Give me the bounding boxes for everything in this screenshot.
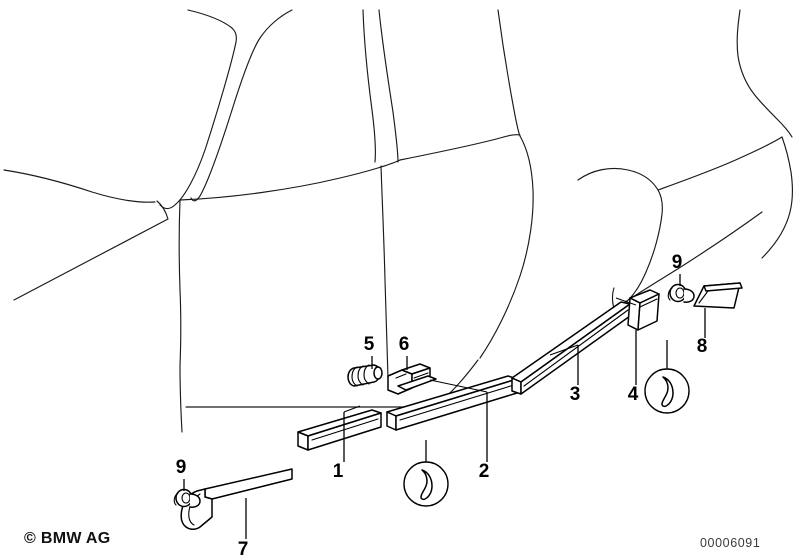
c-pillar-front-edge [497,9,521,137]
part-6-mounting-bracket [387,363,437,395]
detail-bubble-left-hook [420,469,433,501]
a-pillar-rear-edge [190,9,293,202]
part-5-rib-3 [363,364,370,385]
b-pillar-left-edge [362,9,376,163]
part-9b-stem [189,493,201,508]
callout-4: 4 [628,384,639,405]
part-6-lower-arm [397,375,437,391]
part-5-rib-1 [351,366,358,387]
rear-quarter-lower-sweep [761,136,793,259]
callout-9a: 9 [672,252,683,273]
c-pillar-outer-curve [479,135,534,359]
callout-9b: 9 [176,457,187,478]
part-1-front-rocker-molding [297,409,382,451]
part-4-side-face [637,293,660,331]
copyright-notice: © BMW AG [24,530,111,547]
front-door-beltline [179,159,401,201]
part-9a-retaining-clip [667,283,695,303]
detail-bubble-right-hook [661,376,674,408]
leader-lines [183,274,706,539]
part-9b-retaining-clip [173,488,201,508]
callout-numbers: 1 2 3 4 5 6 7 8 9 9 [176,252,708,559]
front-fender-line [3,169,156,203]
diagram-part-number: 00006091 [700,536,761,550]
part-1-front-face [297,431,309,451]
leader-3-tick [549,344,579,356]
vehicle-body-outline [3,9,793,433]
part-5-ribbed-plug [347,364,383,387]
front-fender-lower [13,200,169,301]
part-8-rear-arch-trim [693,282,743,309]
callout-8: 8 [697,336,708,357]
front-door-rear-edge [380,165,389,379]
b-pillar-right-edge [378,9,399,163]
detail-bubble-right [644,368,690,414]
part-8-upper-edge [703,282,743,292]
leader-2-tick [429,379,488,393]
callout-7: 7 [238,539,249,559]
part-1-edge-highlight [311,418,379,441]
detail-bubble-left [403,461,449,507]
part-7-top-edge-detail [211,478,293,500]
part-8-inner-line [698,290,709,304]
part-2-edge-highlight [399,384,515,421]
callout-3: 3 [570,384,581,405]
a-pillar-front-edge [159,9,237,210]
part-3-rear-rocker-molding [511,301,631,395]
rear-quarter-upper-edge [736,9,793,138]
callout-1: 1 [333,461,344,482]
part-4-rocker-end-cap [627,289,660,331]
front-door-front-edge [178,199,183,433]
rear-sill-tip [611,287,615,309]
rear-quarter-top [657,136,783,191]
part-9a-stem [683,288,695,303]
part-9b-notch [173,492,179,506]
leader-1-tick [343,405,361,413]
part-5-rib-2 [357,365,364,386]
part-3-edge-highlight [523,309,629,387]
callout-6: 6 [399,334,410,355]
rear-door-beltline [399,134,521,161]
rear-wheel-arch [577,167,663,309]
callout-2: 2 [479,461,490,482]
part-4-lip [639,298,658,308]
part-5-tip [373,366,383,380]
part-3-top-face [511,301,631,383]
part-6-detail-2 [413,372,429,379]
part-9a-notch [667,287,673,301]
part-7-body [204,468,293,500]
leader-4-tick [615,297,637,306]
callout-5: 5 [364,334,375,355]
part-6-detail-1 [395,373,407,379]
part-2-front-face [386,411,397,431]
